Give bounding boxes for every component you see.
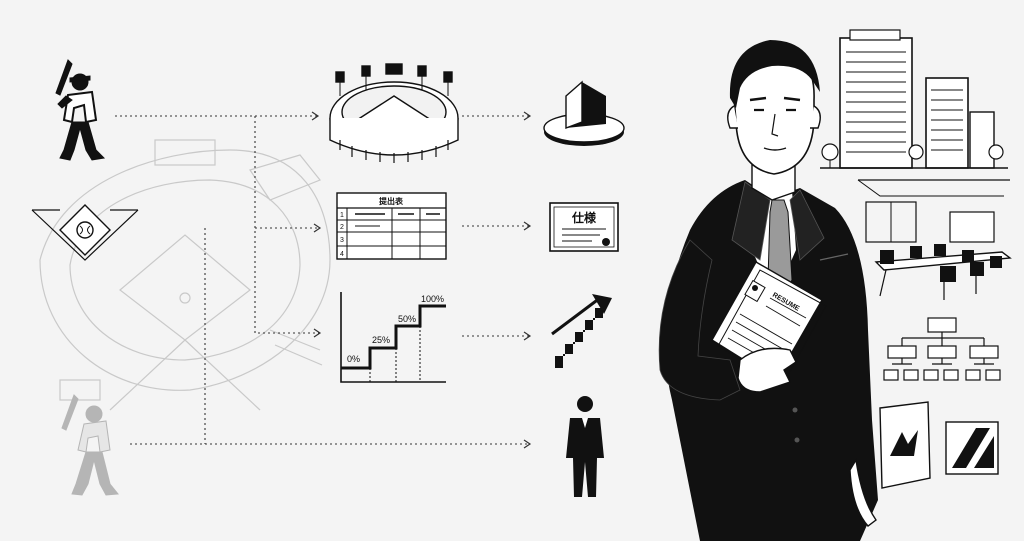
table-header: 提出表 bbox=[379, 196, 404, 206]
step-level-label: 0% bbox=[347, 354, 360, 364]
batter-icon bbox=[55, 59, 106, 161]
faded-stadium-sketch bbox=[39, 139, 331, 411]
table-row-number: 1 bbox=[340, 212, 344, 219]
meeting-room-icon bbox=[857, 179, 1012, 300]
step-level-label: 50% bbox=[398, 314, 416, 324]
stadium-icon bbox=[329, 63, 459, 163]
flow-connectors bbox=[115, 115, 530, 445]
flow-arrowheads bbox=[311, 111, 532, 449]
building-on-disc-icon bbox=[543, 80, 625, 146]
growth-stairs-icon bbox=[551, 294, 612, 368]
business-person-icon bbox=[566, 396, 604, 497]
step-level-label: 100% bbox=[421, 294, 444, 304]
org-chart-icon bbox=[883, 317, 1001, 381]
table-row-number: 2 bbox=[340, 224, 344, 231]
office-buildings-icon bbox=[820, 29, 1008, 169]
step-level-label: 25% bbox=[372, 335, 390, 345]
spec-document-icon: 仕様 bbox=[549, 202, 619, 252]
table-icon: 提出表 1 2 3 4 bbox=[336, 192, 447, 260]
table-row-number: 4 bbox=[340, 251, 344, 258]
baseball-diamond-icon bbox=[31, 204, 139, 261]
spec-title: 仕様 bbox=[571, 210, 597, 225]
table-row-number: 3 bbox=[340, 237, 344, 244]
logo-marks bbox=[879, 401, 999, 489]
batter-faded-icon bbox=[61, 394, 119, 496]
step-chart-icon: 0% 25% 50% 100% bbox=[340, 292, 446, 383]
businessman-figure: RESUME bbox=[658, 40, 878, 541]
resume-document: RESUME bbox=[711, 261, 827, 387]
